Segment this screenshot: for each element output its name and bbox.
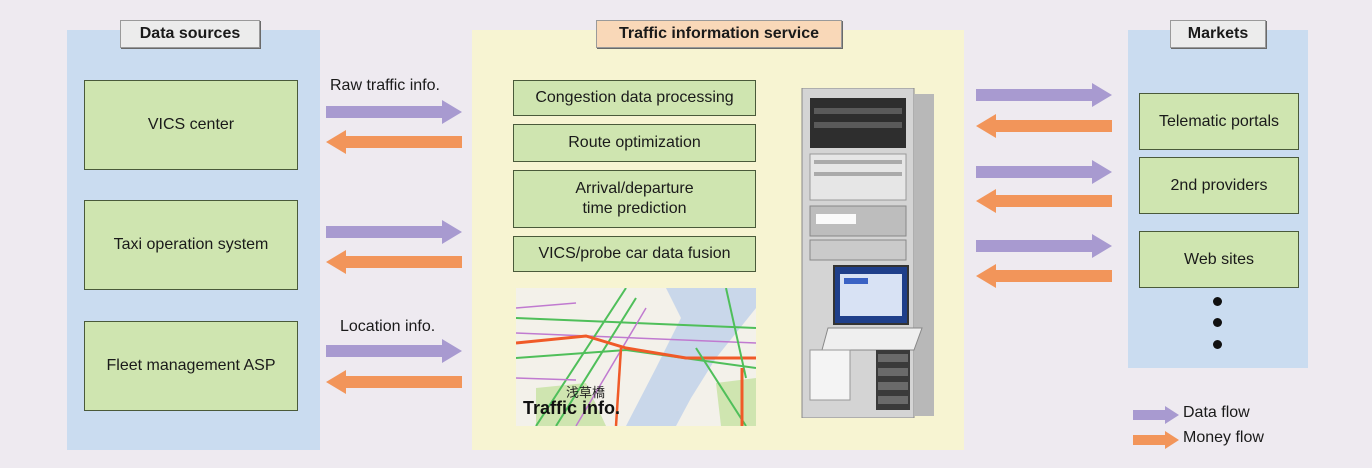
data-flow-arrow-right-icon [326, 100, 462, 124]
market-box-telematic: Telematic portals [1139, 93, 1299, 150]
service-box-fusion: VICS/probe car data fusion [513, 236, 756, 272]
map-caption: Traffic info. [523, 398, 621, 418]
ellipsis-dot [1213, 318, 1222, 327]
legend-data-flow-arrow-icon [1133, 406, 1179, 424]
markets-title: Markets [1170, 20, 1266, 48]
location-info-label: Location info. [340, 318, 436, 335]
market-box-providers: 2nd providers [1139, 157, 1299, 214]
data-flow-arrow-right-icon [326, 339, 462, 363]
data-flow-arrow-right-icon [976, 160, 1112, 184]
service-box-route: Route optimization [513, 124, 756, 162]
service-box-arrival: Arrival/departure time prediction [513, 170, 756, 228]
data-flow-arrow-right-icon [976, 83, 1112, 107]
source-box-taxi: Taxi operation system [84, 200, 298, 290]
raw-traffic-label: Raw traffic info. [330, 77, 440, 94]
traffic-map-image [516, 288, 756, 426]
money-flow-arrow-left-icon [326, 250, 462, 274]
map-place-name: 浅草橋 [566, 385, 606, 400]
legend-money-flow-arrow-icon [1133, 431, 1179, 449]
money-flow-arrow-left-icon [976, 114, 1112, 138]
traffic-service-title: Traffic information service [596, 20, 842, 48]
money-flow-arrow-left-icon [976, 264, 1112, 288]
money-flow-arrow-left-icon [326, 130, 462, 154]
money-flow-arrow-left-icon [326, 370, 462, 394]
ellipsis-dot [1213, 340, 1222, 349]
legend-money-flow-label: Money flow [1183, 429, 1264, 446]
data-sources-title: Data sources [120, 20, 260, 48]
ellipsis-dot [1213, 297, 1222, 306]
source-box-vics: VICS center [84, 80, 298, 170]
market-box-websites: Web sites [1139, 231, 1299, 288]
server-rack-image [792, 87, 942, 419]
money-flow-arrow-left-icon [976, 189, 1112, 213]
service-box-congestion: Congestion data processing [513, 80, 756, 116]
data-flow-arrow-right-icon [326, 220, 462, 244]
legend-data-flow-label: Data flow [1183, 404, 1250, 421]
source-box-fleet: Fleet management ASP [84, 321, 298, 411]
data-flow-arrow-right-icon [976, 234, 1112, 258]
